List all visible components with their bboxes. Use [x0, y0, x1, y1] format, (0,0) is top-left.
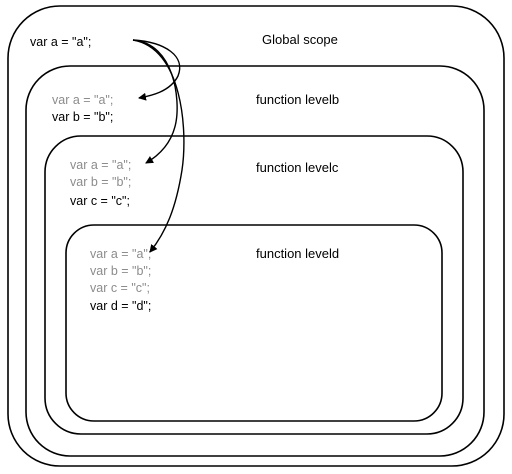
levelc-scope-title: function levelc — [256, 160, 339, 175]
global-scope-title: Global scope — [262, 32, 338, 47]
arrow-to-leveld — [132, 39, 185, 253]
levelc-var-c: var c = "c"; — [70, 194, 130, 208]
levelc-var-b: var b = "b"; — [70, 175, 131, 189]
leveld-var-c: var c = "c"; — [90, 281, 150, 295]
levelc-scope-box — [44, 135, 464, 435]
levelb-var-a: var a = "a"; — [52, 93, 113, 107]
global-scope-box — [7, 5, 505, 467]
arrow-to-levelb — [132, 39, 181, 101]
leveld-scope-box — [65, 224, 443, 422]
leveld-var-b: var b = "b"; — [90, 264, 151, 278]
global-var-a: var a = "a"; — [30, 35, 91, 49]
leveld-var-a: var a = "a"; — [90, 247, 151, 261]
leveld-scope-title: function leveld — [256, 246, 339, 261]
levelc-var-a: var a = "a"; — [70, 158, 131, 172]
levelb-var-b: var b = "b"; — [52, 110, 113, 124]
arrow-to-levelc — [132, 39, 178, 164]
levelb-scope-title: function levelb — [256, 92, 339, 107]
leveld-var-d: var d = "d"; — [90, 299, 151, 313]
levelb-scope-box — [25, 65, 485, 457]
